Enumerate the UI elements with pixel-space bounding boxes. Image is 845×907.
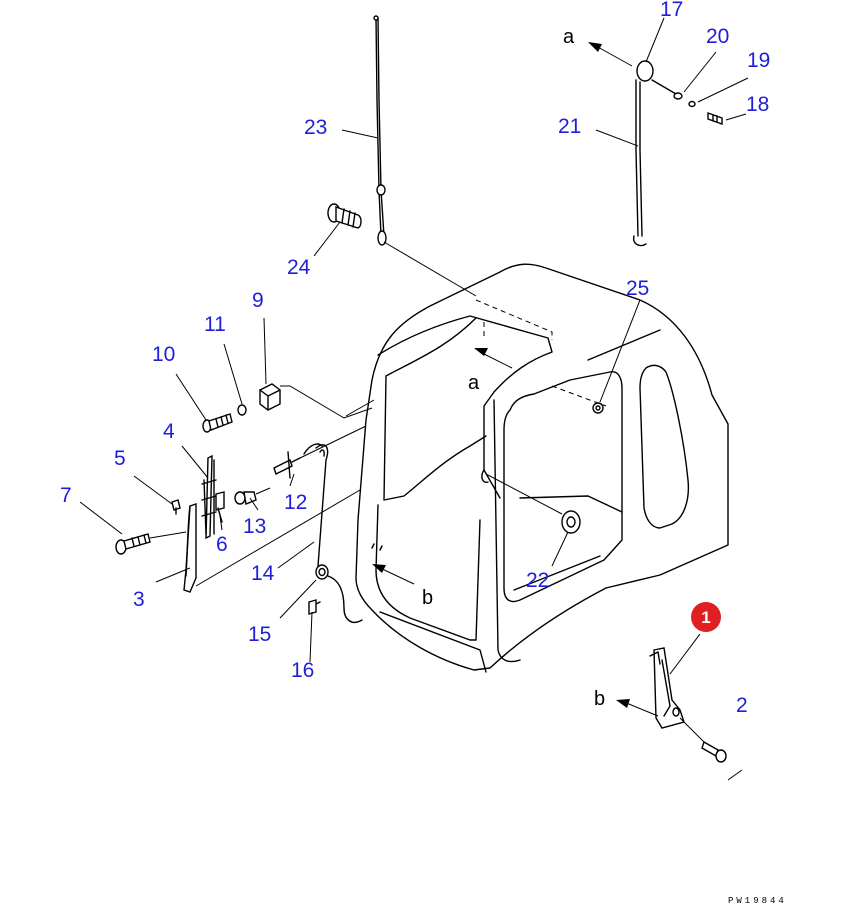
- callout-9: 9: [252, 289, 264, 312]
- nut-25: [592, 402, 604, 414]
- callout-15: 15: [248, 623, 271, 646]
- callout-16: 16: [291, 659, 314, 682]
- callout-18: 18: [746, 93, 769, 116]
- pin-5: [171, 499, 181, 515]
- callout-5: 5: [114, 447, 126, 470]
- callout-20: 20: [706, 25, 729, 48]
- callout-3: 3: [133, 588, 145, 611]
- grommet-15: [315, 564, 329, 580]
- callout-25: 25: [626, 277, 649, 300]
- bracket-1: [649, 647, 685, 729]
- washer-hose-14: [303, 443, 329, 573]
- bolt-10: [202, 413, 233, 433]
- cab-body: [355, 263, 729, 673]
- wiper-blade-4: [201, 454, 217, 540]
- bolt-2: [701, 740, 727, 763]
- callout-7: 7: [60, 484, 72, 507]
- view-label-a-cab: a: [468, 372, 480, 394]
- washer-11: [237, 404, 247, 416]
- badge-circle: [691, 602, 721, 632]
- nozzle-12: [273, 451, 301, 479]
- bolt-24: [327, 203, 362, 229]
- callout-24: 24: [287, 256, 311, 279]
- callout-21: 21: [558, 115, 581, 138]
- antenna-rod: [373, 15, 387, 246]
- grommet-22: [561, 510, 581, 534]
- callout-19: 19: [747, 49, 770, 72]
- callout-14: 14: [251, 562, 275, 585]
- view-arrow-b-cab: [372, 564, 415, 585]
- view-label-b-bracket: b: [594, 688, 605, 710]
- callout-labels: 2 3 4 5 6 7 9 10 11 12 13 14 15 16 17 18…: [60, 0, 770, 717]
- callout-22: 22: [526, 569, 549, 592]
- lamp-assembly: [632, 60, 723, 247]
- wiper-arm-3: [183, 503, 197, 593]
- callout-4: 4: [163, 420, 175, 443]
- callout-12: 12: [284, 491, 307, 514]
- callout-leaders: [79, 17, 749, 781]
- callout-10: 10: [152, 343, 175, 366]
- view-letters: a a b b: [422, 26, 605, 710]
- callout-13: 13: [243, 515, 266, 538]
- view-arrow-b-bracket: [616, 699, 659, 717]
- clamp-16: [308, 599, 321, 615]
- callout-2: 2: [736, 694, 748, 717]
- clip-6: [215, 491, 225, 523]
- view-label-a-top: a: [563, 26, 575, 48]
- callout-17: 17: [660, 0, 683, 21]
- view-label-b-cab: b: [422, 587, 433, 609]
- badge-label: 1: [701, 608, 710, 627]
- callout-6: 6: [216, 533, 228, 556]
- item-1-badge: 1: [691, 602, 721, 632]
- callout-11: 11: [204, 313, 226, 336]
- drawing-code: PW19844: [728, 896, 787, 906]
- callout-23: 23: [304, 116, 327, 139]
- view-arrow-a-top: [588, 42, 633, 67]
- bolt-7: [115, 533, 151, 555]
- clip-9: [259, 383, 281, 411]
- view-arrow-a-cab: [474, 348, 513, 369]
